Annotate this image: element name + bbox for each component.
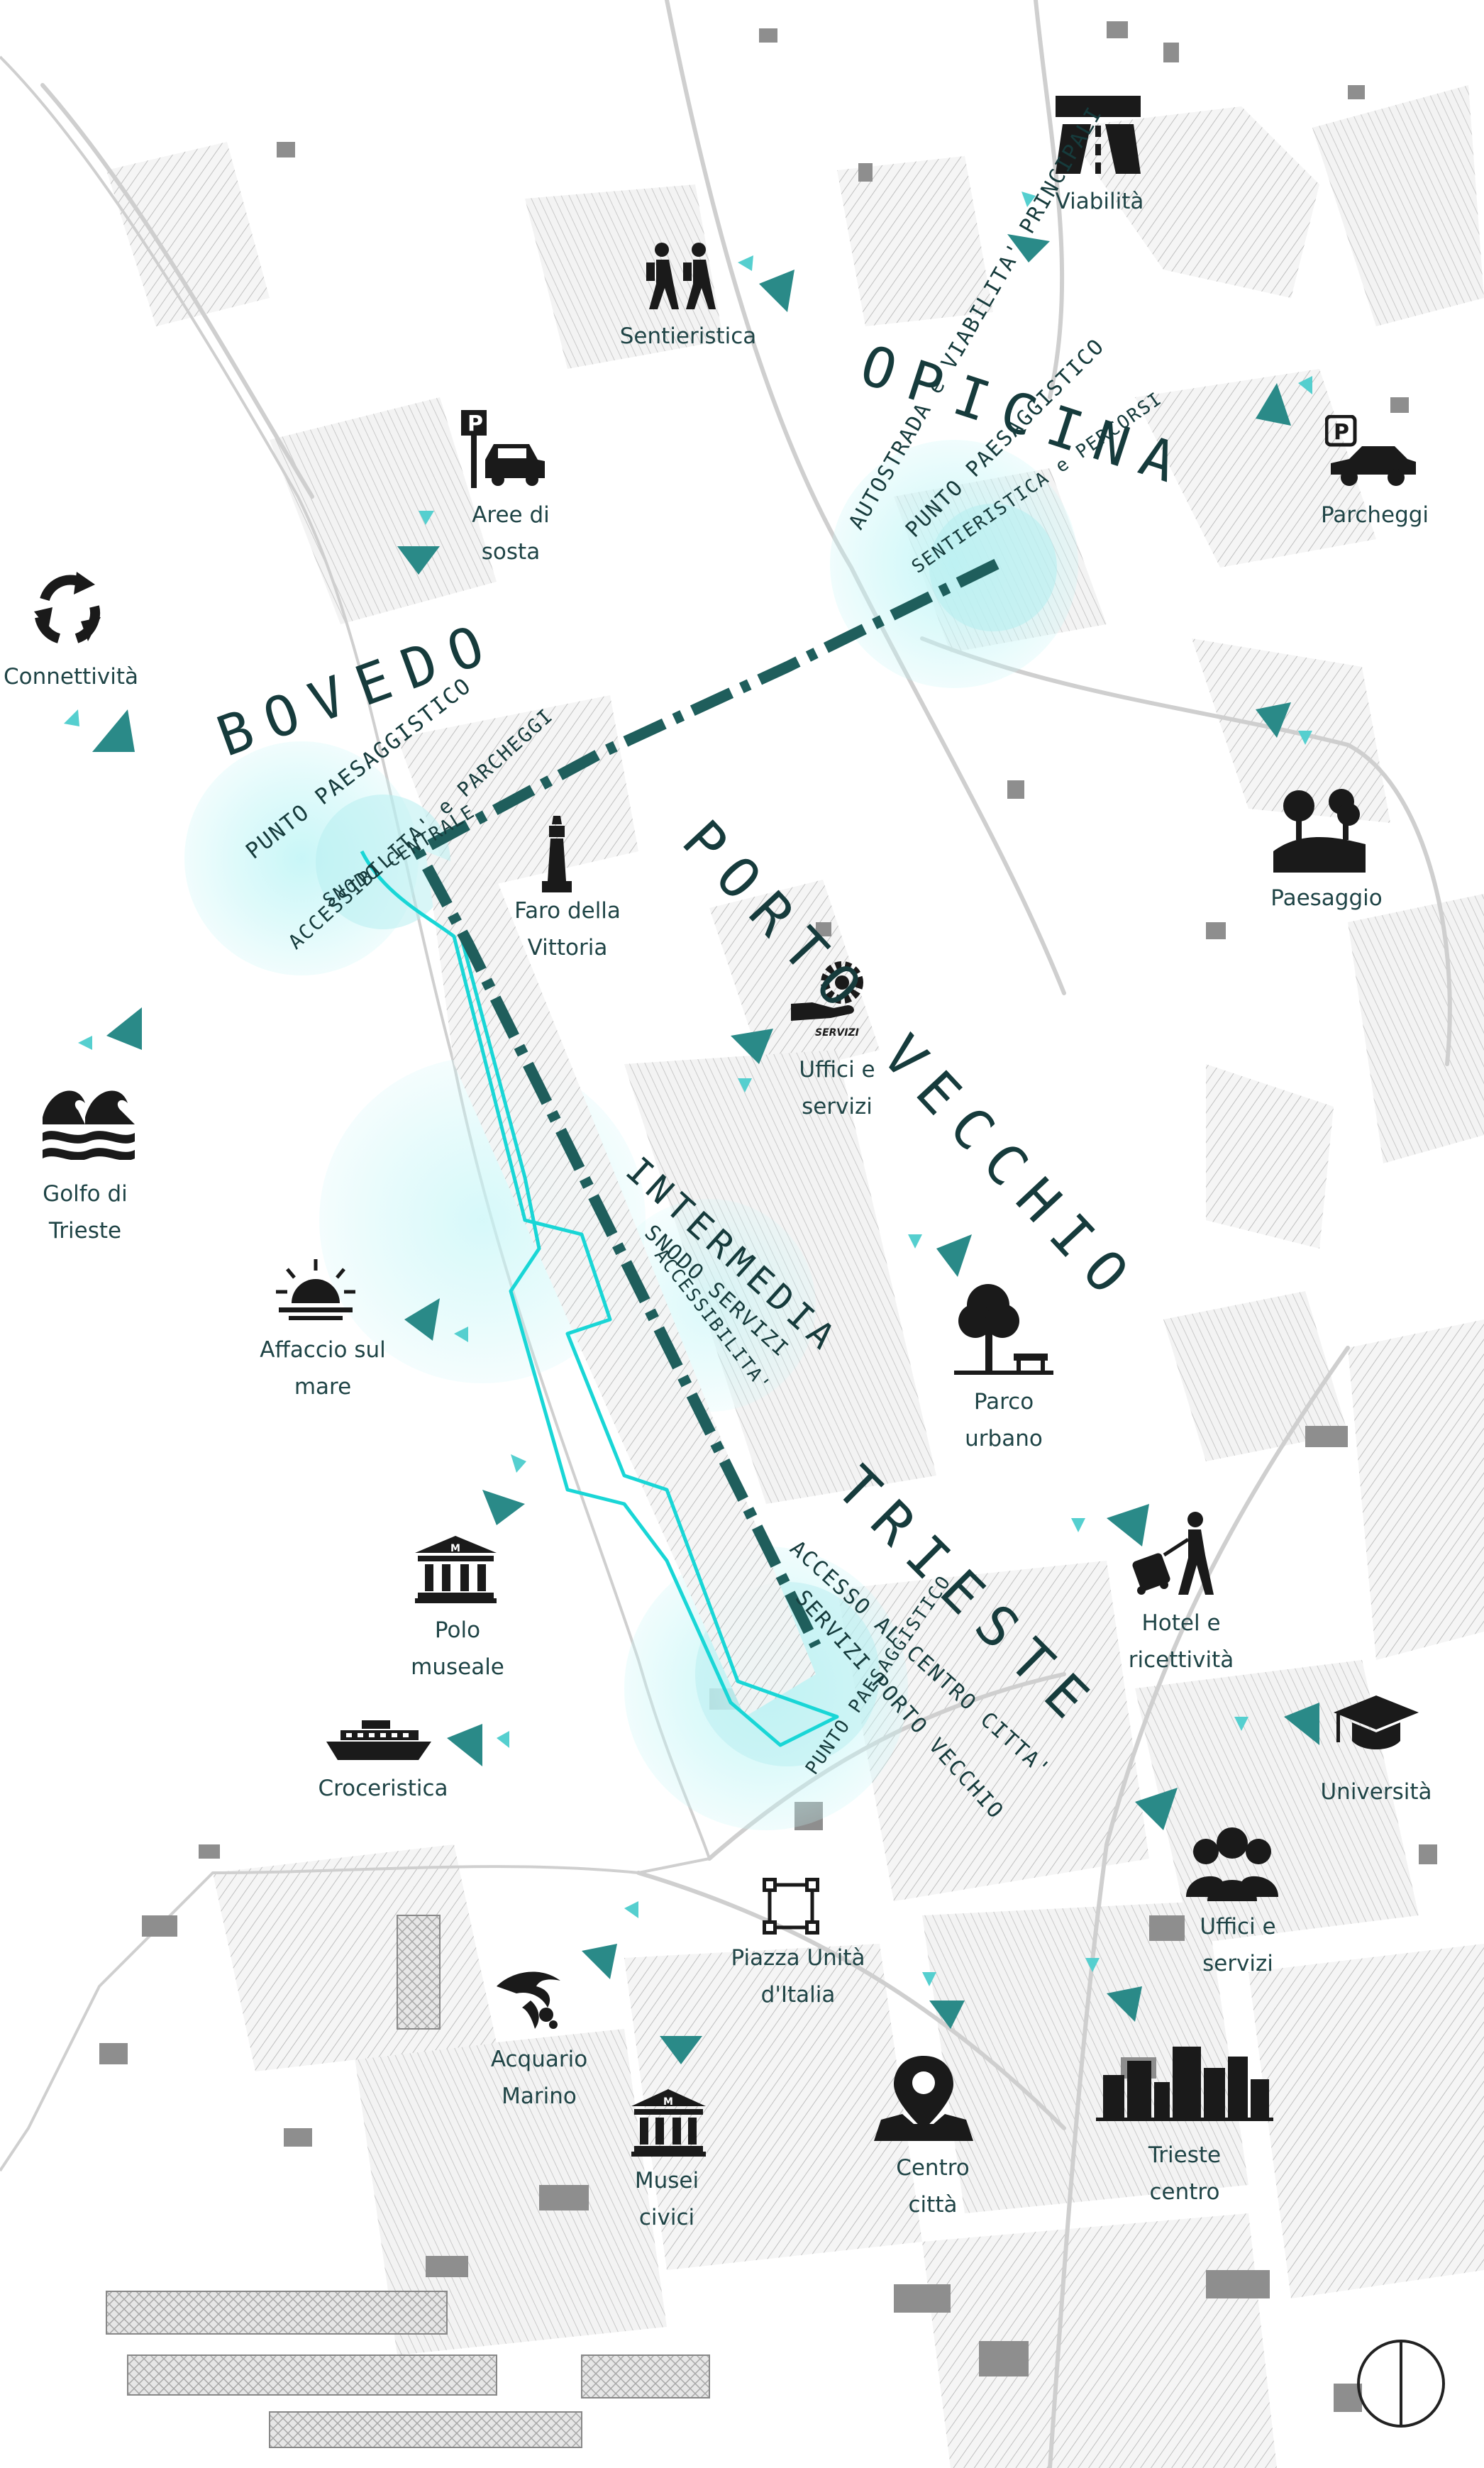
traveler-icon bbox=[1131, 1511, 1224, 1596]
poi-label-piazza: Piazza Unità d'Italia bbox=[731, 1945, 865, 2008]
poi-label-viabilita: Viabilità bbox=[1055, 189, 1144, 214]
parking-area-icon: P bbox=[461, 410, 546, 488]
waterfront-route bbox=[360, 850, 839, 1747]
poi-label-centro-citta: Centro città bbox=[896, 2155, 970, 2218]
square-frame-icon bbox=[763, 1878, 819, 1935]
dolphin-icon bbox=[497, 1965, 564, 2032]
poi-label-connettivita: Connettività bbox=[3, 664, 138, 690]
main-route bbox=[411, 558, 1000, 1649]
museum-pole-icon: M bbox=[415, 1536, 497, 1603]
poi-label-universita: Università bbox=[1320, 1779, 1432, 1805]
poi-label-sentieristica: Sentieristica bbox=[619, 323, 757, 349]
motorway-icon bbox=[1056, 96, 1141, 174]
park-tree-icon bbox=[954, 1284, 1053, 1376]
waves-icon bbox=[43, 1082, 135, 1161]
svg-text:P: P bbox=[1334, 420, 1349, 445]
port-piers bbox=[106, 1915, 710, 2448]
poi-label-uffici-servizi-north: Uffici e servizi bbox=[799, 1057, 875, 1119]
servizi-badge: SERVIZI bbox=[815, 1027, 859, 1039]
poi-label-polo-museale: Polo museale bbox=[411, 1617, 504, 1680]
poi-label-paesaggio: Paesaggio bbox=[1270, 885, 1383, 911]
poi-label-uffici-servizi-south: Uffici e servizi bbox=[1200, 1914, 1276, 1976]
poi-label-aree-di-sosta: Aree di sosta bbox=[472, 502, 550, 565]
hikers-icon bbox=[642, 241, 720, 312]
poi-label-musei: Musei civici bbox=[634, 2168, 699, 2230]
svg-text:P: P bbox=[467, 411, 483, 436]
sunset-icon bbox=[273, 1259, 358, 1323]
lighthouse-icon bbox=[539, 816, 575, 894]
poi-label-croceristica: Croceristica bbox=[318, 1776, 448, 1801]
services-gear-icon: SERVIZI bbox=[791, 961, 873, 1039]
cruise-ship-icon bbox=[326, 1720, 431, 1763]
parking-icon: P bbox=[1324, 414, 1417, 489]
people-group-icon bbox=[1186, 1823, 1278, 1901]
poi-label-parcheggi: Parcheggi bbox=[1320, 502, 1429, 528]
porto-vecchio-area bbox=[426, 851, 816, 1717]
poi-label-acquario: Acquario Marino bbox=[490, 2047, 588, 2109]
svg-text:M: M bbox=[663, 2096, 673, 2108]
graduation-cap-icon bbox=[1334, 1695, 1419, 1756]
poi-label-trieste-centro: Trieste centro bbox=[1148, 2142, 1222, 2205]
museum-icon: M bbox=[631, 2089, 706, 2157]
poi-label-hotel: Hotel e ricettività bbox=[1128, 1610, 1234, 1673]
poi-label-parco: Parco urbano bbox=[965, 1389, 1043, 1451]
city-skyline-icon bbox=[1096, 2047, 1273, 2121]
map-pin-icon bbox=[874, 2056, 973, 2145]
svg-text:M: M bbox=[450, 1543, 460, 1554]
landscape-icon bbox=[1273, 787, 1366, 873]
direction-markers bbox=[64, 192, 1319, 2064]
poi-label-faro: Faro della Vittoria bbox=[514, 898, 621, 961]
north-arrow-icon bbox=[1357, 2340, 1445, 2428]
recycle-connectivity-icon bbox=[27, 568, 109, 649]
poi-label-golfo: Golfo di Trieste bbox=[43, 1181, 128, 1244]
poi-label-affaccio: Affaccio sul mare bbox=[260, 1337, 386, 1400]
